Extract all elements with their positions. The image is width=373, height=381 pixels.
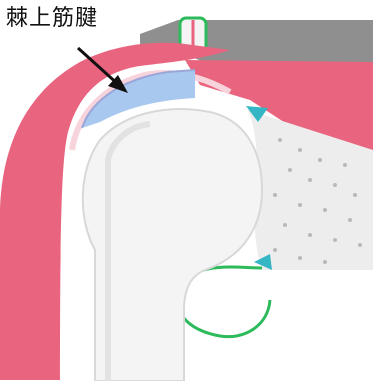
supraspinatus-tendon-label: 棘上筋腱 bbox=[6, 6, 98, 32]
